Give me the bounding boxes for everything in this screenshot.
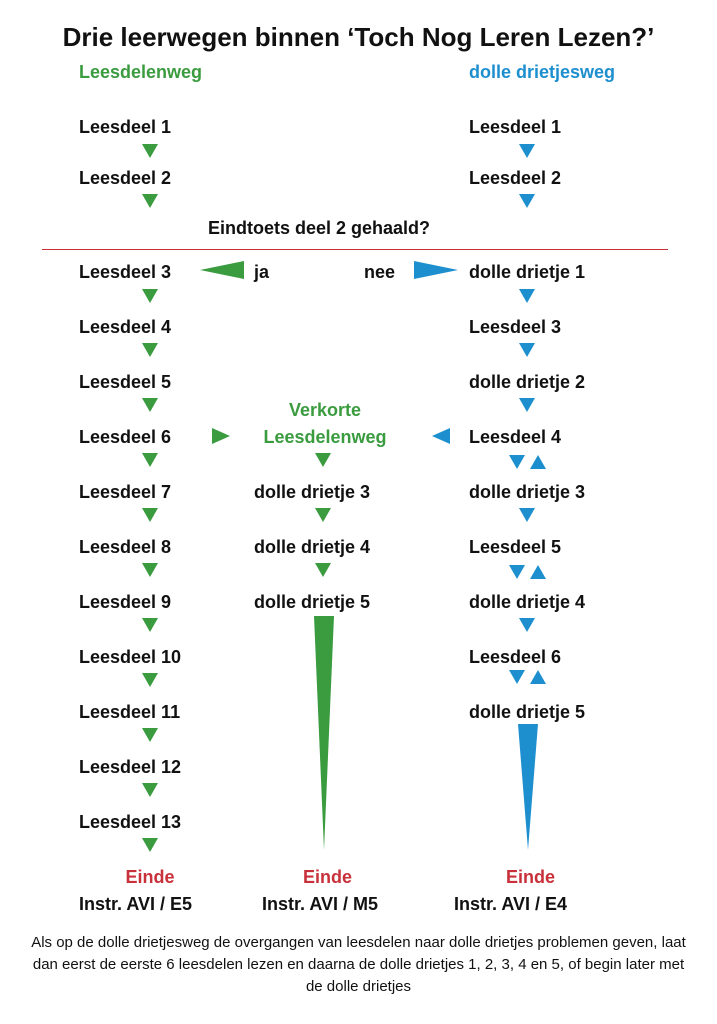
middle-dolle-drietje-5: dolle drietje 5 [254, 592, 371, 612]
arrow-down-icon [315, 453, 331, 467]
page-title: Drie leerwegen binnen ‘Toch Nog Leren Le… [62, 22, 655, 52]
arrow-down-icon [142, 508, 158, 522]
instr-avi-e4: Instr. AVI / E4 [454, 894, 568, 914]
left-leesdeel-4: Leesdeel 4 [79, 317, 172, 337]
left-leesdeel-7: Leesdeel 7 [79, 482, 172, 502]
arrow-down-icon [519, 289, 535, 303]
arrow-up-icon [530, 455, 546, 469]
arrow-down-icon [142, 563, 158, 577]
right-leesdeel-1: Leesdeel 1 [469, 117, 562, 137]
arrow-down-icon [142, 618, 158, 632]
left-leesdeel-3: Leesdeel 3 [79, 262, 172, 282]
arrow-right-icon [212, 428, 230, 444]
arrow-left-icon [200, 261, 244, 279]
arrow-down-icon [519, 144, 535, 158]
verkorte-header-line2: Leesdelenweg [263, 427, 387, 447]
left-leesdeel-13: Leesdeel 13 [79, 812, 182, 832]
left-leesdeel-5: Leesdeel 5 [79, 372, 172, 392]
right-dolle-drietje-3: dolle drietje 3 [469, 482, 586, 502]
middle-dolle-drietje-3: dolle drietje 3 [254, 482, 371, 502]
arrow-down-icon [315, 563, 331, 577]
arrow-down-icon [142, 144, 158, 158]
arrow-down-icon [509, 455, 525, 469]
einde-middle: Einde [302, 867, 352, 887]
arrow-down-icon [142, 343, 158, 357]
arrow-down-icon [519, 508, 535, 522]
arrow-down-icon [519, 618, 535, 632]
divider-line [42, 249, 668, 250]
arrow-down-icon [509, 670, 525, 684]
arrow-down-icon [142, 673, 158, 687]
dolle-drietjesweg-header: dolle drietjesweg [469, 62, 616, 82]
arrow-down-icon [142, 838, 158, 852]
arrow-down-icon [142, 289, 158, 303]
verkorte-header-line1: Verkorte [288, 400, 362, 420]
right-dolle-drietje-1: dolle drietje 1 [469, 262, 586, 282]
ja-label: ja [254, 262, 270, 282]
right-leesdeel-5: Leesdeel 5 [469, 537, 562, 557]
footnote: Als op de dolle drietjesweg de overgange… [31, 934, 686, 995]
arrow-down-icon [142, 194, 158, 208]
nee-label: nee [364, 262, 396, 282]
middle-dolle-drietje-4: dolle drietje 4 [254, 537, 371, 557]
arrow-up-icon [530, 670, 546, 684]
left-leesdeel-6: Leesdeel 6 [79, 427, 172, 447]
right-leesdeel-2: Leesdeel 2 [469, 168, 562, 188]
right-leesdeel-6: Leesdeel 6 [469, 647, 562, 667]
arrow-left-icon [432, 428, 450, 444]
arrow-down-icon [519, 343, 535, 357]
left-leesdeel-12: Leesdeel 12 [79, 757, 182, 777]
arrow-right-icon [414, 261, 458, 279]
right-leesdeel-3: Leesdeel 3 [469, 317, 562, 337]
einde-right: Einde [505, 867, 555, 887]
einde-left: Einde [125, 867, 175, 887]
right-dolle-drietje-4: dolle drietje 4 [469, 592, 586, 612]
leesdelenweg-header: Leesdelenweg [79, 62, 203, 82]
left-leesdeel-1: Leesdeel 1 [79, 117, 172, 137]
arrow-down-icon [519, 194, 535, 208]
left-leesdeel-2: Leesdeel 2 [79, 168, 172, 188]
arrow-down-icon [142, 728, 158, 742]
right-dolle-drietje-2: dolle drietje 2 [469, 372, 586, 392]
arrow-down-icon [142, 453, 158, 467]
right-leesdeel-4: Leesdeel 4 [469, 427, 562, 447]
wedge-arrow-icon [314, 616, 334, 850]
instr-avi-m5: Instr. AVI / M5 [262, 894, 379, 914]
left-leesdeel-8: Leesdeel 8 [79, 537, 172, 557]
arrow-down-icon [142, 398, 158, 412]
arrow-down-icon [519, 398, 535, 412]
left-leesdeel-11: Leesdeel 11 [79, 702, 181, 722]
arrow-up-icon [530, 565, 546, 579]
instr-avi-e5: Instr. AVI / E5 [79, 894, 193, 914]
arrow-down-icon [142, 783, 158, 797]
left-leesdeel-10: Leesdeel 10 [79, 647, 182, 667]
arrow-down-icon [315, 508, 331, 522]
left-leesdeel-9: Leesdeel 9 [79, 592, 172, 612]
wedge-arrow-icon [518, 724, 538, 850]
arrow-down-icon [509, 565, 525, 579]
eindtoets-question: Eindtoets deel 2 gehaald? [208, 218, 431, 238]
right-dolle-drietje-5: dolle drietje 5 [469, 702, 586, 722]
